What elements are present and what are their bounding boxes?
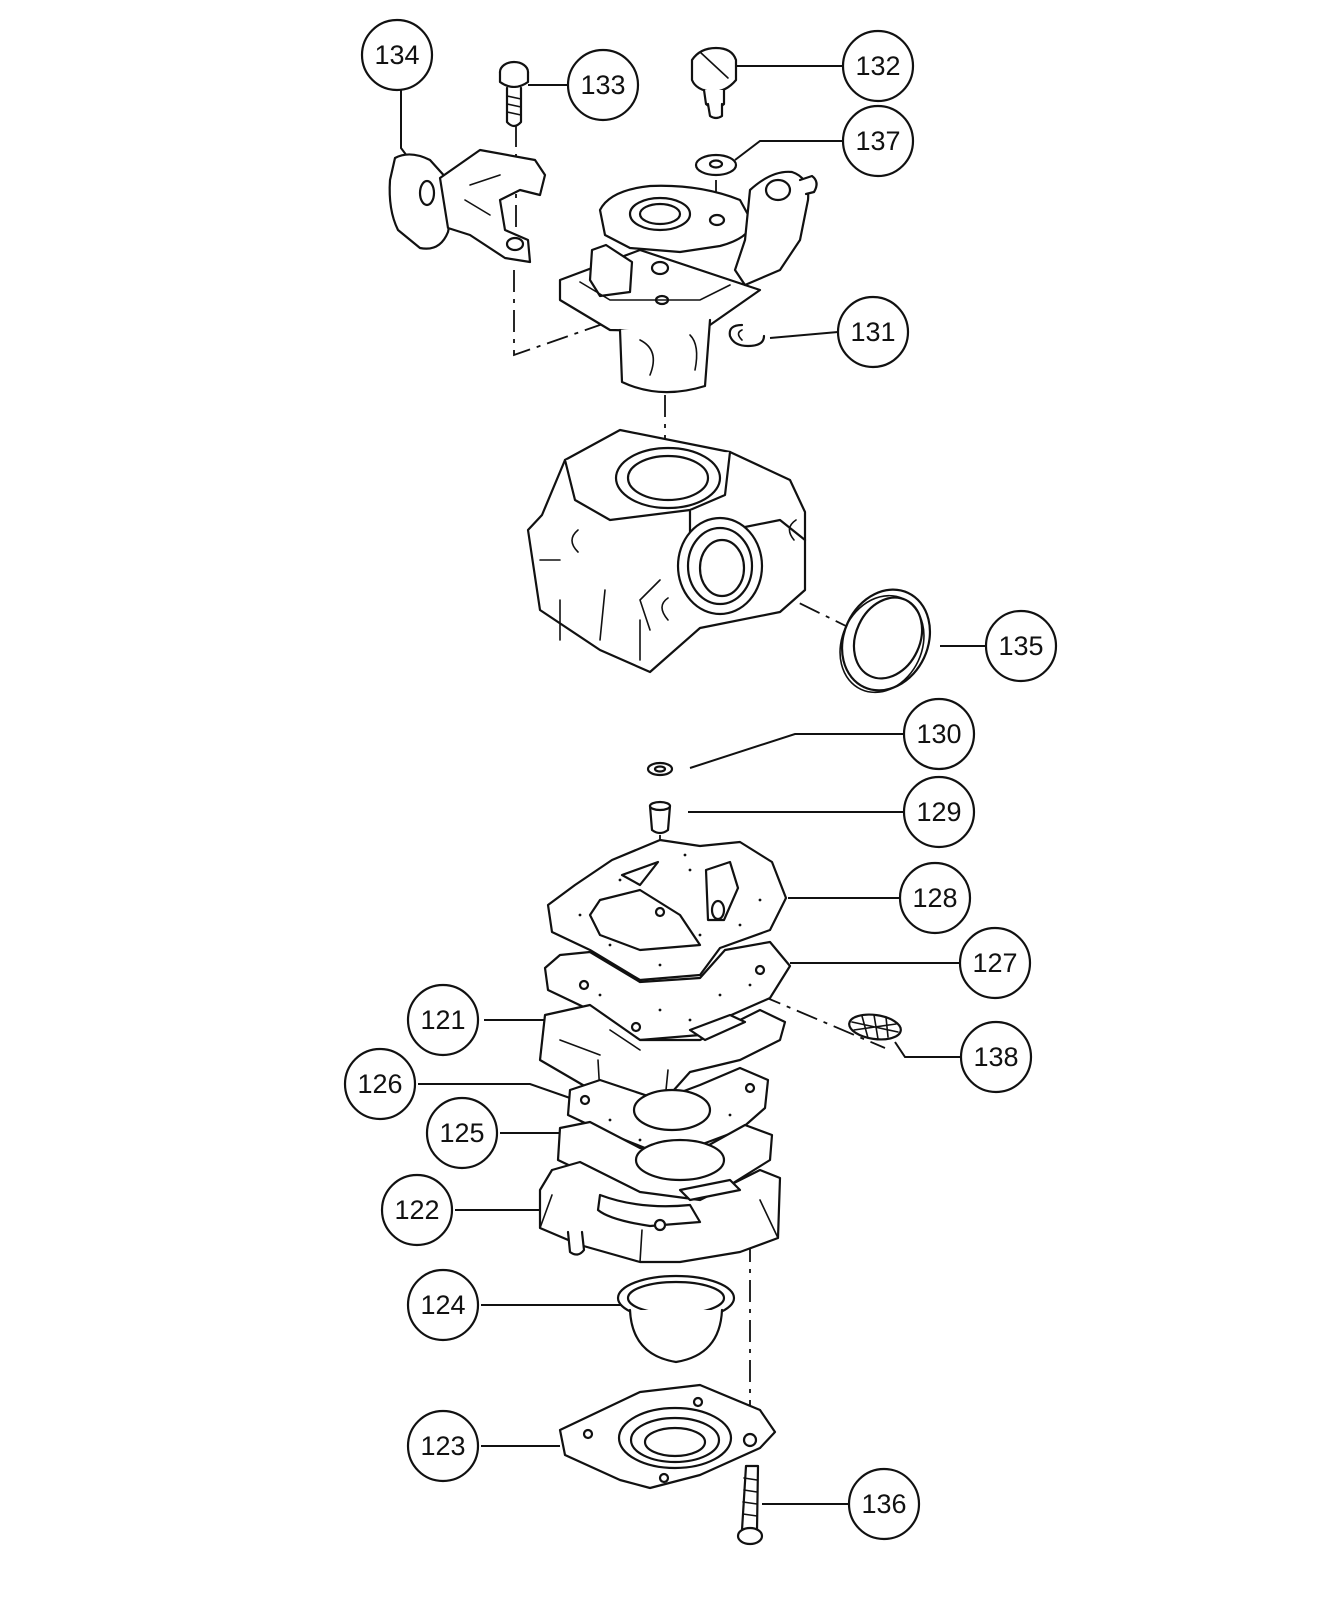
callout-131: 131: [836, 295, 910, 369]
gasket-126-texture: [608, 1113, 732, 1142]
svg-text:134: 134: [374, 40, 419, 70]
part-135-seal-ring: [839, 588, 932, 694]
callout-125: 125: [425, 1096, 499, 1170]
leader-lines: [400, 65, 986, 1505]
svg-text:138: 138: [973, 1042, 1018, 1072]
gasket-128-texture: [578, 853, 762, 967]
callout-124: 124: [406, 1268, 480, 1342]
svg-text:137: 137: [855, 126, 900, 156]
callout-126: 126: [343, 1047, 417, 1121]
svg-text:129: 129: [916, 797, 961, 827]
svg-text:125: 125: [439, 1118, 484, 1148]
svg-text:122: 122: [394, 1195, 439, 1225]
part-131-e-clip: [728, 323, 766, 348]
svg-text:123: 123: [420, 1431, 465, 1461]
svg-text:128: 128: [912, 883, 957, 913]
callout-133: 133: [566, 48, 640, 122]
part-124-cup-diaphragm: [616, 1274, 736, 1364]
part-122-metering-body: [538, 1160, 782, 1264]
callout-130: 130: [902, 697, 976, 771]
part-134-throttle-bracket: [388, 148, 547, 264]
throttle-body-assembly: [558, 170, 818, 394]
part-130-washer: [646, 761, 674, 777]
callouts: 134 133 132 137 131 135 130 129: [343, 18, 1058, 1541]
part-132-adjust-screw: [690, 46, 738, 120]
callout-127: 127: [958, 926, 1032, 1000]
part-136-screw: [736, 1464, 764, 1546]
part-133-screw: [498, 60, 530, 128]
part-123-pump-cover: [558, 1383, 777, 1490]
callout-128: 128: [898, 861, 972, 935]
carburetor-main-body: [526, 428, 807, 674]
callout-138: 138: [959, 1020, 1033, 1094]
part-129-valve: [648, 800, 672, 835]
callout-121: 121: [406, 983, 480, 1057]
svg-text:124: 124: [420, 1290, 465, 1320]
svg-text:132: 132: [855, 51, 900, 81]
svg-text:135: 135: [998, 631, 1043, 661]
svg-text:133: 133: [580, 70, 625, 100]
callout-136: 136: [847, 1467, 921, 1541]
svg-text:126: 126: [357, 1069, 402, 1099]
svg-text:130: 130: [916, 719, 961, 749]
part-137-washer: [694, 153, 738, 177]
part-128-gasket: [546, 838, 788, 982]
callout-129: 129: [902, 775, 976, 849]
part-138-filter-screen: [848, 1013, 902, 1041]
part-126-gasket: [566, 1066, 770, 1152]
callout-134: 134: [360, 18, 434, 92]
callout-122: 122: [380, 1173, 454, 1247]
svg-text:131: 131: [850, 317, 895, 347]
diaphragm-127-texture: [598, 983, 752, 1022]
callout-135: 135: [984, 609, 1058, 683]
callout-132: 132: [841, 29, 915, 103]
svg-text:136: 136: [861, 1489, 906, 1519]
callout-123: 123: [406, 1409, 480, 1483]
callout-137: 137: [841, 104, 915, 178]
svg-text:127: 127: [972, 948, 1017, 978]
svg-text:121: 121: [420, 1005, 465, 1035]
